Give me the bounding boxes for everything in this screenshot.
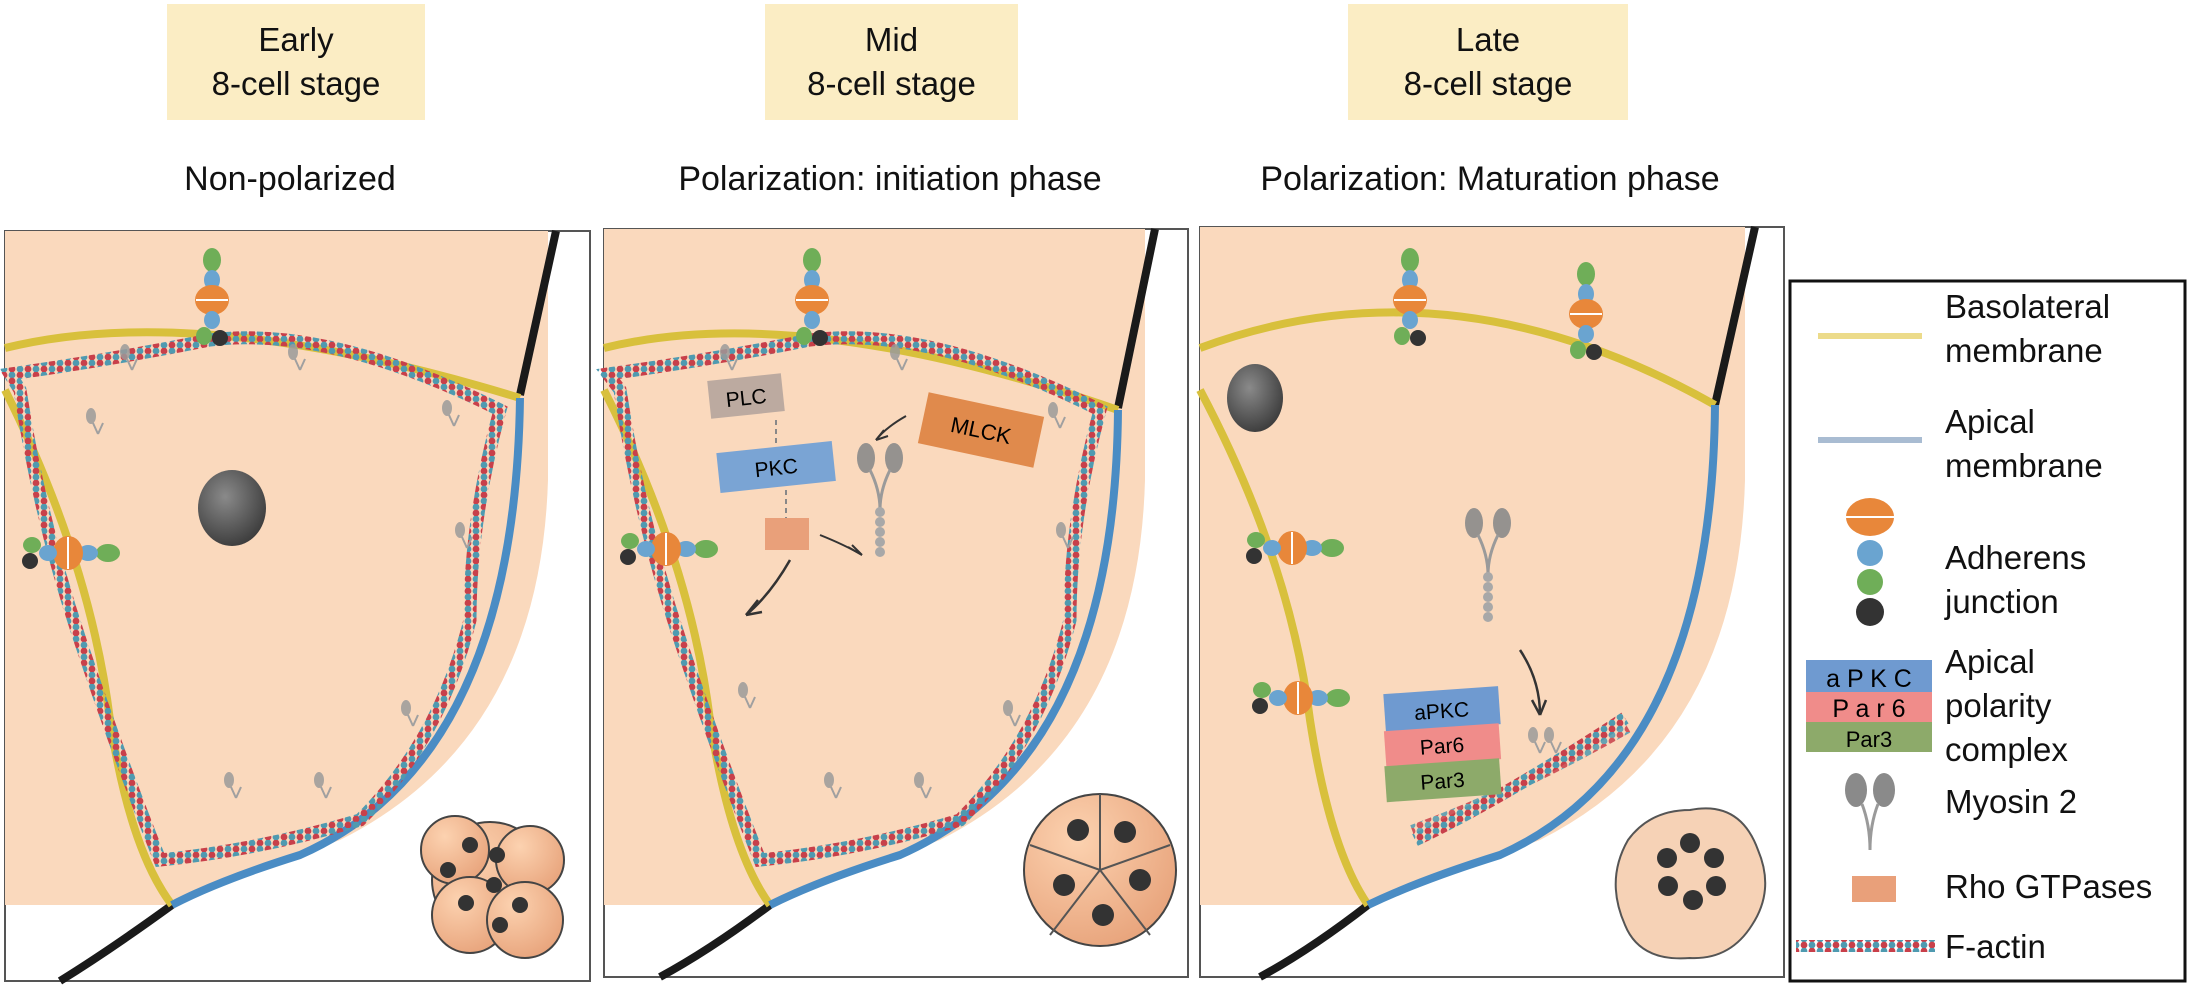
- par3-label: Par3: [1420, 769, 1466, 795]
- panel-mid: PLC PKC MLCK: [596, 228, 1189, 981]
- outer-membrane: [1258, 901, 1371, 981]
- plc-label: PLC: [725, 385, 768, 412]
- phase-title-early: Non-polarized: [184, 160, 396, 198]
- legend-label-basolateral: Basolateral membrane: [1945, 285, 2110, 373]
- stage-box-mid: Mid 8-cell stage: [765, 4, 1018, 120]
- embryo-icon-late: [1614, 807, 1767, 960]
- legend-apc-box-1: a P K C: [1826, 665, 1912, 693]
- phase-title-mid: Polarization: initiation phase: [678, 160, 1102, 198]
- legend-text-line: Apical: [1945, 643, 2035, 680]
- legend-label-rho: Rho GTPases: [1945, 868, 2153, 905]
- legend-apc-box-3: Par3: [1846, 727, 1892, 752]
- plc-box: PLC: [707, 373, 785, 419]
- nucleus: [1227, 364, 1283, 432]
- embryo-icon-early: [420, 815, 565, 959]
- legend-label-apc: Apical polarity complex: [1945, 640, 2068, 772]
- legend-label-apical: Apical membrane: [1945, 400, 2103, 488]
- legend-text-line: Apical: [1945, 403, 2035, 440]
- legend-text-line: Basolateral: [1945, 288, 2111, 325]
- legend-text-line: junction: [1945, 583, 2059, 620]
- outer-membrane: [57, 901, 175, 985]
- legend-text-line: polarity: [1945, 687, 2052, 724]
- apkc-label: aPKC: [1414, 698, 1470, 725]
- stage-name: Mid: [864, 21, 919, 58]
- legend-swatch-apc: a P K C P a r 6 Par3: [1806, 660, 1932, 752]
- outer-membrane: [658, 901, 773, 981]
- legend-label-myosin: Myosin 2: [1945, 783, 2078, 820]
- stage-subtitle: 8-cell stage: [807, 65, 976, 102]
- stage-box-early: Early 8-cell stage: [167, 4, 425, 120]
- f-actin-ring: [0, 331, 508, 867]
- legend-swatch-rho: [1852, 876, 1896, 902]
- rho-gtpase: [765, 518, 809, 550]
- legend-label-factin: F-actin: [1945, 928, 2046, 965]
- panel-early: [0, 230, 591, 985]
- panel-late: aPKC Par6 Par3: [1196, 226, 1785, 981]
- nucleus: [198, 470, 266, 546]
- f-actin-ring: [596, 331, 1108, 867]
- legend-swatch-myosin: [1845, 773, 1895, 851]
- legend-apc-box-2: P a r 6: [1832, 695, 1905, 723]
- phase-title-late: Polarization: Maturation phase: [1260, 160, 1720, 198]
- legend-swatch-adherens: [1846, 498, 1894, 626]
- apical-membrane: [1366, 404, 1719, 909]
- legend-text-line: Adherens: [1945, 539, 2087, 576]
- stage-subtitle: 8-cell stage: [1403, 65, 1573, 102]
- embryo-icon-mid: [1023, 793, 1177, 947]
- stage-subtitle: 8-cell stage: [211, 65, 381, 102]
- cell-body: [5, 231, 548, 905]
- legend: a P K C P a r 6 Par3: [1788, 279, 2187, 983]
- stage-box-late: Late 8-cell stage: [1348, 4, 1628, 120]
- legend-text-line: membrane: [1945, 332, 2103, 369]
- pkc-label: PKC: [754, 455, 799, 482]
- legend-text-line: membrane: [1945, 447, 2103, 484]
- basolateral-membrane: [1198, 308, 1717, 409]
- mlck-box: MLCK: [917, 392, 1045, 468]
- par6-label: Par6: [1419, 734, 1465, 760]
- outer-membrane: [1114, 228, 1159, 409]
- stage-name: Late: [1455, 21, 1521, 58]
- pkc-box: PKC: [716, 441, 836, 493]
- stage-name: Early: [258, 21, 334, 58]
- outer-membrane: [516, 230, 560, 396]
- apical-polarity-complex: aPKC Par6 Par3: [1383, 686, 1502, 803]
- arrow: [1518, 649, 1542, 716]
- legend-label-adherens: Adherens junction: [1945, 536, 2086, 624]
- outer-membrane: [1711, 226, 1759, 406]
- legend-text-line: complex: [1945, 731, 2068, 768]
